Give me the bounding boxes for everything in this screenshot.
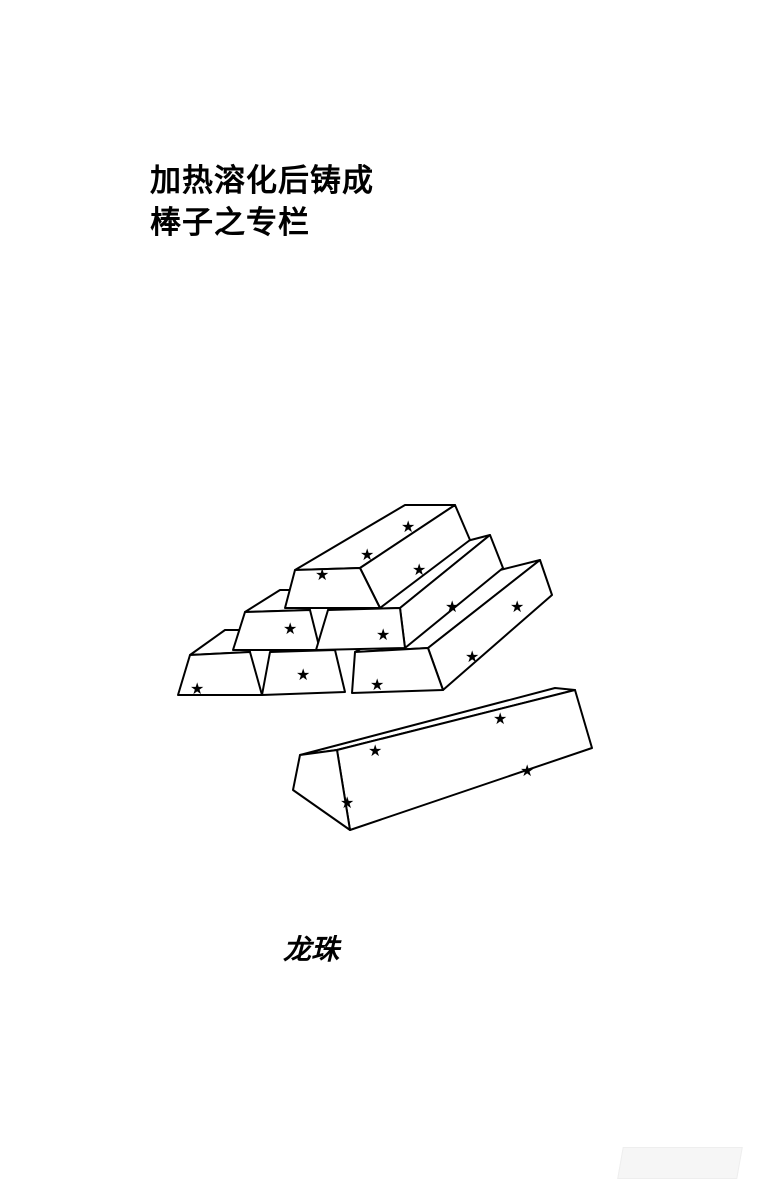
svg-text:★: ★ (368, 741, 382, 760)
loose-bar-end-face (292, 749, 351, 831)
bar-end-face (351, 647, 444, 694)
svg-text:★: ★ (370, 675, 384, 694)
author-name: 龙珠 (283, 933, 340, 966)
svg-text:★: ★ (360, 545, 374, 564)
bar-end-face (232, 609, 321, 651)
svg-text:★: ★ (296, 665, 310, 684)
star-marks: ★ ★ ★ ★ ★ ★ ★ ★ ★ ★ ★ ★ ★ ★ ★ ★ (190, 517, 534, 812)
bar-end-face (261, 649, 346, 696)
svg-text:★: ★ (376, 625, 390, 644)
svg-text:★: ★ (401, 517, 415, 536)
svg-text:★: ★ (520, 761, 534, 780)
watermark-logo (617, 1147, 743, 1179)
title-line-1: 加热溶化后铸成 (150, 163, 374, 199)
svg-text:★: ★ (510, 597, 524, 616)
svg-text:★: ★ (493, 709, 507, 728)
svg-text:★: ★ (190, 679, 204, 698)
bar-end-face (315, 607, 406, 651)
svg-text:★: ★ (412, 560, 426, 579)
svg-text:★: ★ (315, 565, 329, 584)
svg-text:★: ★ (465, 647, 479, 666)
svg-text:★: ★ (445, 597, 459, 616)
title-line-2: 棒子之专栏 (150, 205, 310, 241)
svg-text:★: ★ (340, 793, 354, 812)
column-title: 加热溶化后铸成 棒子之专栏 (150, 160, 374, 244)
svg-text:★: ★ (283, 619, 297, 638)
